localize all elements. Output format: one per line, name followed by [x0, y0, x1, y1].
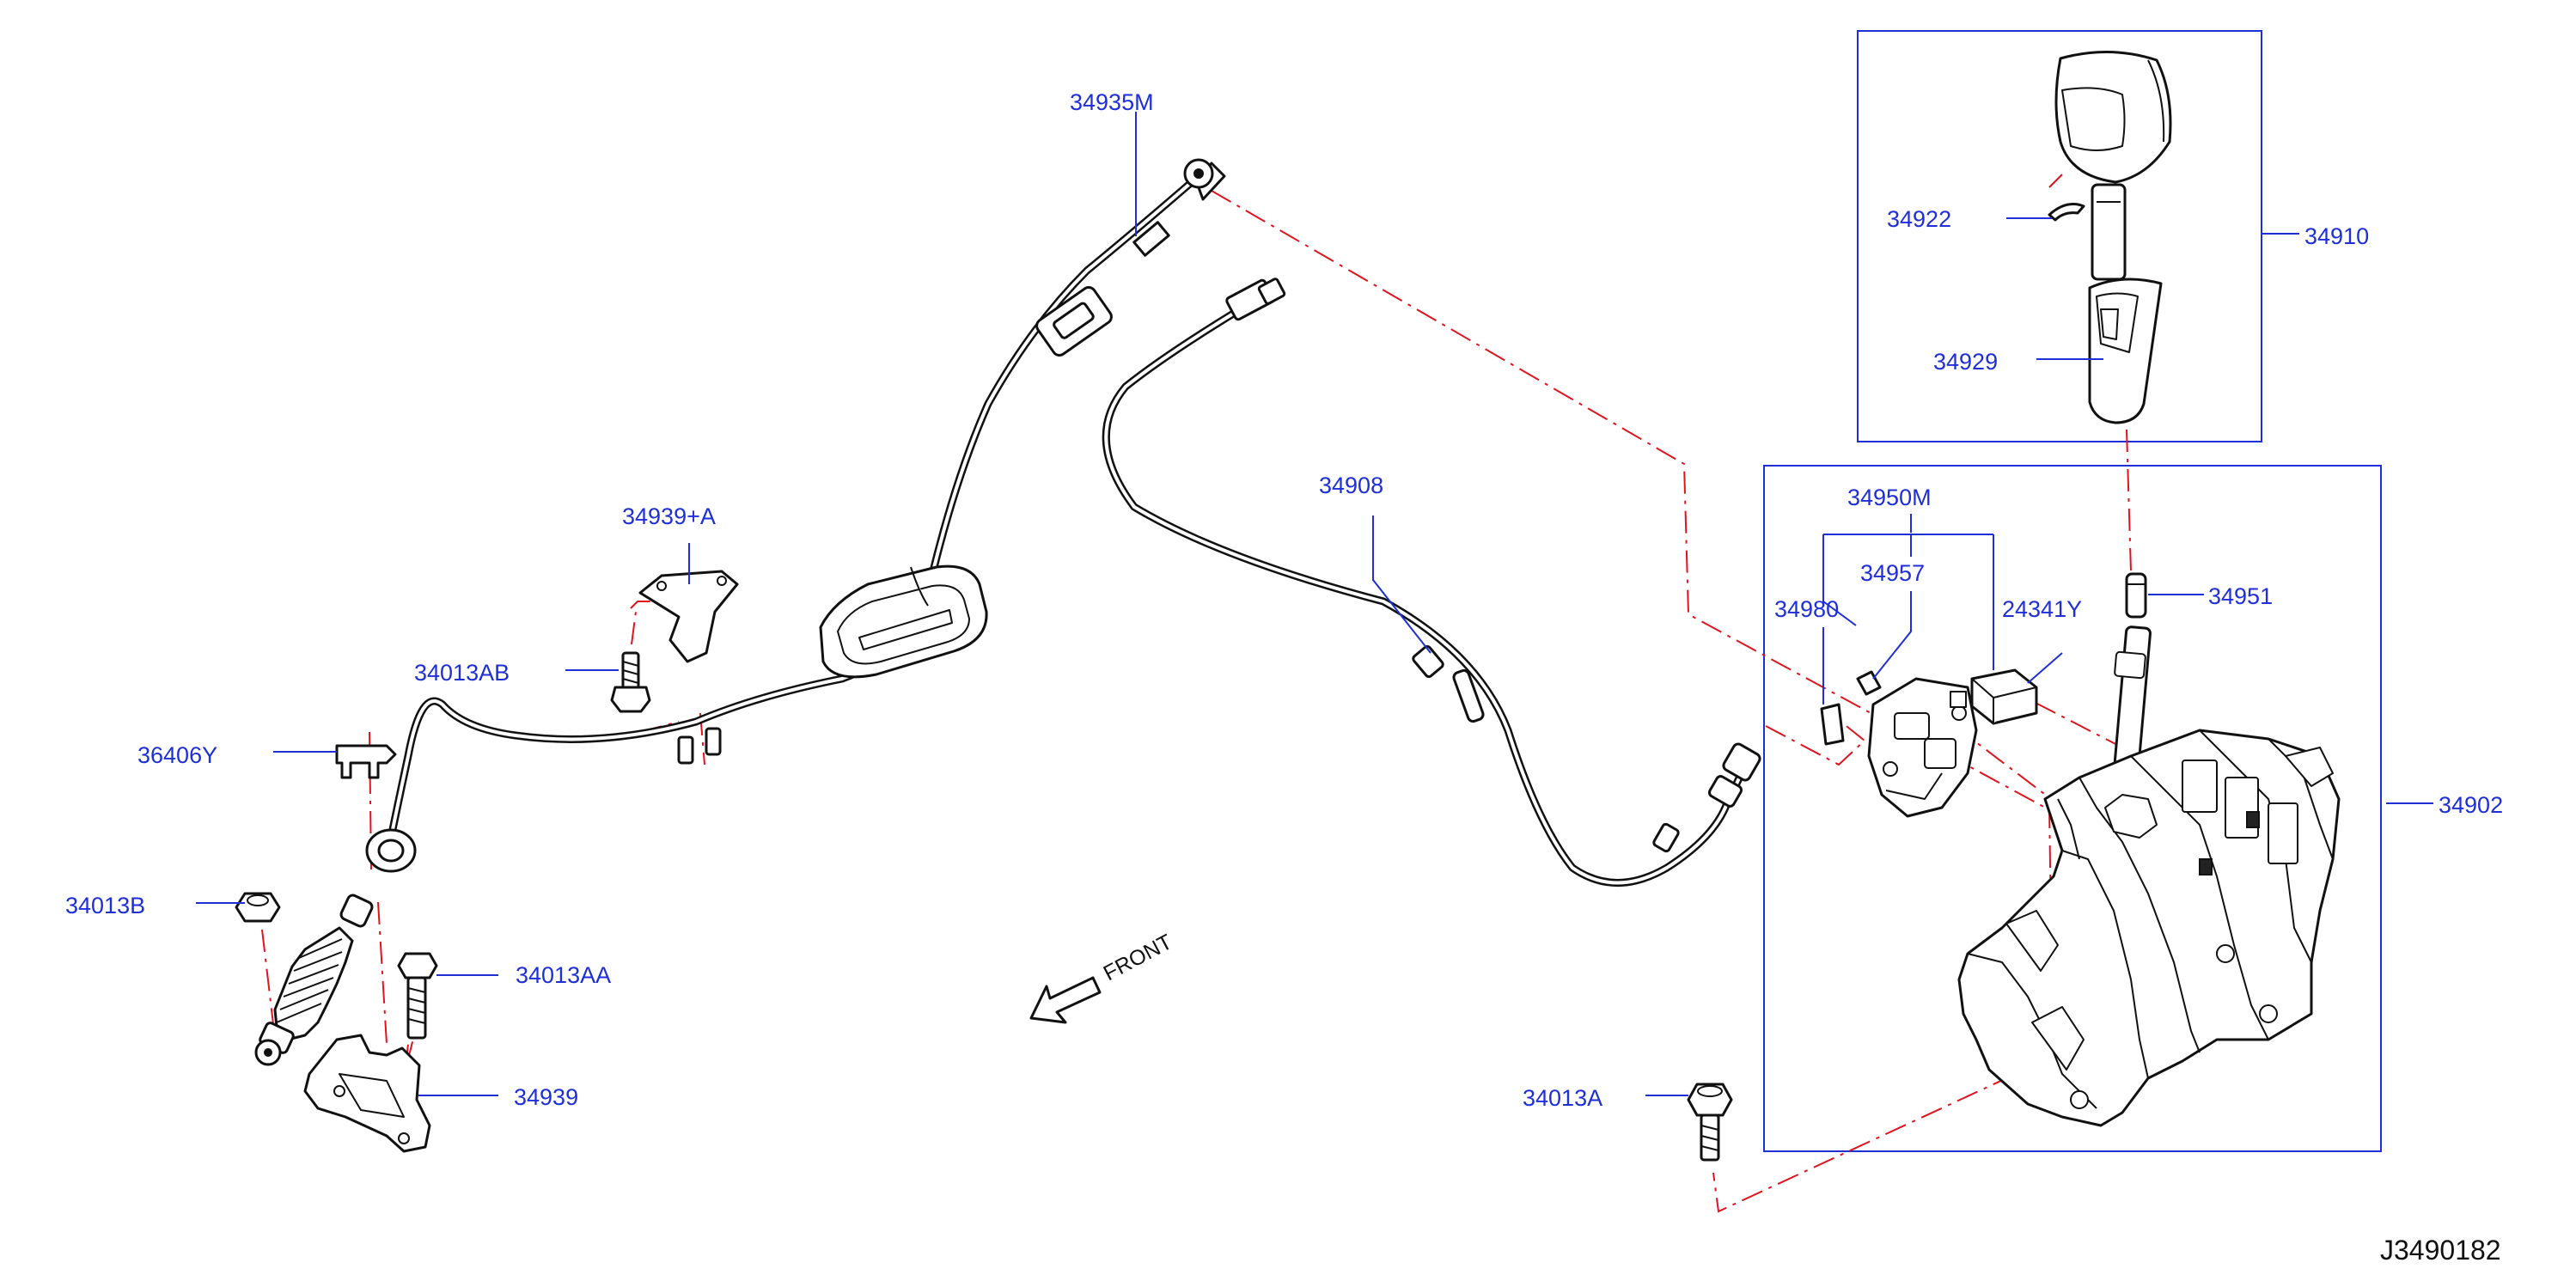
- reference-lines: [261, 174, 2132, 1213]
- label-34939: 34939: [514, 1084, 578, 1110]
- label-34939a: 34939+A: [622, 503, 716, 529]
- bracket-34939a: [638, 570, 739, 663]
- label-34922: 34922: [1887, 206, 1951, 232]
- shift-knob: [2054, 50, 2172, 184]
- bolt-34013a: [1687, 1083, 1733, 1162]
- label-34910: 34910: [2304, 223, 2369, 249]
- select-cable-34935m: [382, 172, 1203, 863]
- connector-24341y: [1970, 668, 2038, 725]
- label-34013a: 34013A: [1523, 1085, 1602, 1111]
- label-34013b: 34013B: [65, 893, 145, 918]
- shift-cable-fittings: [1225, 278, 1761, 853]
- label-34957: 34957: [1860, 560, 1925, 586]
- module-34950m: [1867, 677, 1978, 818]
- cable-boot-adjuster: [254, 828, 417, 1066]
- leader-lines: [196, 112, 2433, 1096]
- cable-end-eyelet: [1035, 158, 1226, 357]
- label-36406y: 36406Y: [137, 742, 217, 768]
- knob-assembly-box: [1857, 30, 2262, 442]
- label-34013aa: 34013AA: [516, 962, 611, 988]
- cable-grommet: [819, 564, 988, 679]
- label-34929: 34929: [1933, 349, 1998, 375]
- shifter-base: [1957, 729, 2341, 1127]
- label-34950m: 34950M: [1847, 485, 1932, 510]
- front-arrow-icon: [1029, 976, 1102, 1024]
- knob-boot-34929: [2088, 278, 2163, 424]
- clip-36406y: [335, 744, 397, 779]
- cable-clips: [677, 727, 722, 765]
- label-24341y: 24341Y: [2002, 596, 2082, 622]
- shifter-assembly-box: [1763, 465, 2382, 1152]
- bolt-34013aa: [397, 952, 438, 1040]
- clip-34922: [2048, 203, 2085, 222]
- pin-34951: [2125, 572, 2147, 619]
- label-34908: 34908: [1319, 473, 1383, 498]
- label-34902: 34902: [2439, 792, 2503, 818]
- front-label: FRONT: [1100, 930, 1176, 985]
- drawing-code: J3490182: [2380, 1235, 2501, 1266]
- part-34980: [1820, 703, 1845, 746]
- shift-cable-34908: [1102, 296, 1753, 887]
- nut-34013b: [235, 892, 281, 923]
- label-34951: 34951: [2208, 583, 2273, 609]
- bolt-34013ab: [610, 651, 651, 713]
- bracket-34939: [303, 1034, 431, 1153]
- label-34013ab: 34013AB: [414, 660, 510, 686]
- label-34935m: 34935M: [1070, 89, 1154, 115]
- label-34980: 34980: [1774, 596, 1839, 622]
- knob-shaft: [2091, 183, 2127, 281]
